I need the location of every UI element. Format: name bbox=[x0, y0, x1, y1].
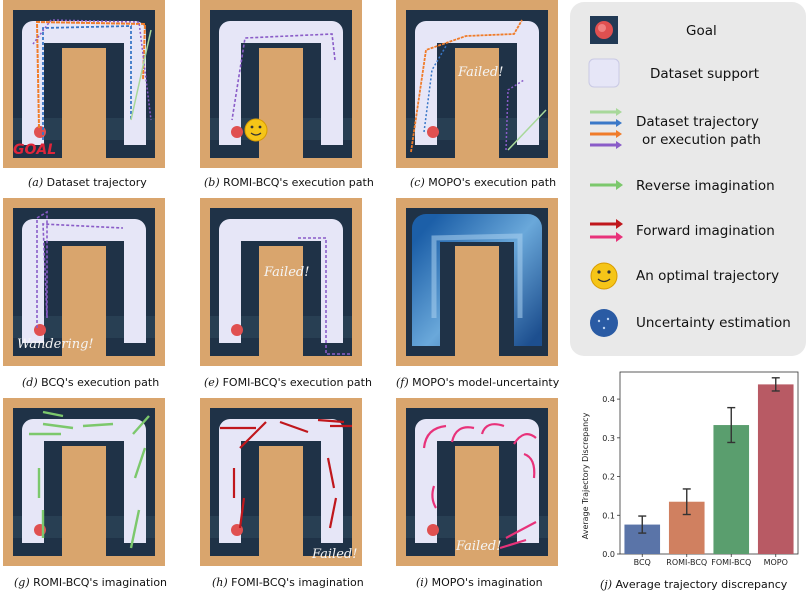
maze-fomi-execution: Failed! bbox=[200, 198, 362, 366]
legend-box: Goal Dataset support Dataset trajectory … bbox=[570, 2, 806, 356]
smiley-icon bbox=[590, 262, 618, 290]
maze-dataset-trajectory: GOAL bbox=[3, 0, 165, 168]
panel-f bbox=[396, 198, 558, 366]
caption-e: (e) FOMI-BCQ's execution path bbox=[204, 376, 372, 389]
caption-g: (g) ROMI-BCQ's imagination bbox=[14, 576, 168, 589]
wandering-note: Wandering! bbox=[17, 337, 94, 352]
panel-e: Failed! bbox=[200, 198, 362, 366]
caption-d: (d) BCQ's execution path bbox=[22, 376, 160, 389]
panel-i: Failed! bbox=[396, 398, 558, 566]
y-tick-label: 0.0 bbox=[602, 550, 615, 559]
legend-label-optimal: An optimal trajectory bbox=[636, 268, 780, 284]
caption-i: (i) MOPO's imagination bbox=[416, 576, 543, 589]
failed-note: Failed! bbox=[457, 65, 503, 80]
caption-j: (j) Average trajectory discrepancy bbox=[600, 578, 788, 591]
panel-c: Failed! bbox=[396, 0, 558, 168]
caption-f: (f) MOPO's model-uncertainty bbox=[396, 376, 560, 389]
uncertainty-icon bbox=[590, 309, 618, 337]
legend-label-goal: Goal bbox=[686, 23, 717, 39]
chart-ylabel: Average Trajectory Discrepancy bbox=[581, 412, 590, 539]
forward-arrows-icon bbox=[590, 219, 623, 242]
x-tick-label: ROMI-BCQ bbox=[666, 558, 707, 566]
panel-d: Wandering! bbox=[3, 198, 165, 366]
panel-h: Failed! bbox=[200, 398, 362, 566]
chart-frame bbox=[619, 371, 799, 555]
goal-marker bbox=[34, 126, 46, 138]
legend-label-forward: Forward imagination bbox=[636, 223, 775, 239]
maze-romi-execution bbox=[200, 0, 362, 168]
panel-g bbox=[3, 398, 165, 566]
y-tick-label: 0.4 bbox=[602, 395, 615, 404]
caption-a: (a) Dataset trajectory bbox=[28, 176, 147, 189]
x-tick-label: BCQ bbox=[634, 558, 651, 566]
x-tick-label: MOPO bbox=[764, 558, 788, 566]
failed-note: Failed! bbox=[455, 539, 501, 554]
smiley-icon bbox=[244, 118, 268, 142]
panel-b bbox=[200, 0, 362, 168]
reverse-arrow-icon bbox=[590, 180, 623, 190]
caption-c: (c) MOPO's execution path bbox=[410, 176, 557, 189]
caption-h: (h) FOMI-BCQ's imagination bbox=[212, 576, 364, 589]
goal-label: GOAL bbox=[13, 142, 56, 158]
x-tick-label: FOMI-BCQ bbox=[711, 558, 751, 566]
maze-mopo-imagination: Failed! bbox=[396, 398, 558, 566]
y-tick-label: 0.2 bbox=[602, 473, 615, 482]
failed-note: Failed! bbox=[311, 547, 357, 562]
maze-romi-imagination bbox=[3, 398, 165, 566]
y-tick-label: 0.3 bbox=[602, 434, 615, 443]
dataset-support-icon bbox=[588, 58, 620, 88]
y-tick-label: 0.1 bbox=[602, 511, 615, 520]
legend-label-uncertainty: Uncertainty estimation bbox=[636, 315, 791, 331]
goal-icon bbox=[590, 16, 618, 44]
maze-mopo-execution: Failed! bbox=[396, 0, 558, 168]
maze-mopo-uncertainty bbox=[396, 198, 558, 366]
maze-bcq-execution: Wandering! bbox=[3, 198, 165, 366]
bar-fomi-bcq bbox=[713, 425, 750, 554]
legend-label-trajectory-1: Dataset trajectory bbox=[636, 114, 759, 130]
legend-label-reverse: Reverse imagination bbox=[636, 178, 775, 194]
maze-fomi-imagination: Failed! bbox=[200, 398, 362, 566]
failed-note: Failed! bbox=[263, 265, 309, 280]
legend-label-support: Dataset support bbox=[650, 66, 759, 82]
trajectory-arrows-icon bbox=[590, 108, 622, 149]
caption-b: (b) ROMI-BCQ's execution path bbox=[204, 176, 374, 189]
panel-a: GOAL bbox=[3, 0, 165, 168]
legend-label-trajectory-2: or execution path bbox=[642, 132, 761, 148]
bar-mopo bbox=[757, 384, 794, 554]
